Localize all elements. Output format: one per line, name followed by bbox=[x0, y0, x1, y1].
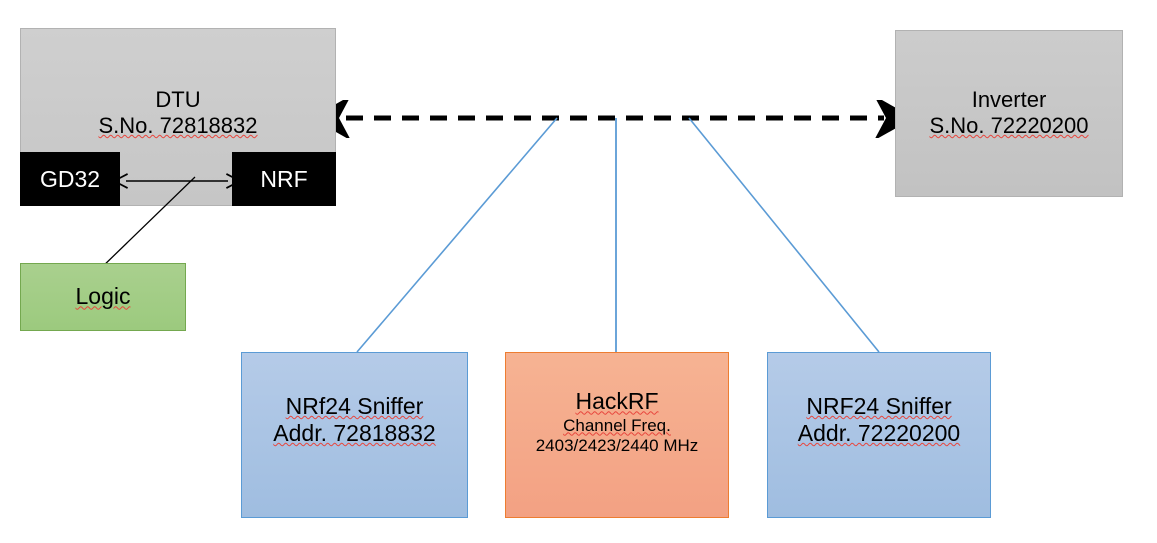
hackrf-title: HackRF bbox=[575, 388, 659, 415]
dtu-title: DTU bbox=[155, 87, 201, 112]
hackrf-box: HackRF Channel Freq. 2403/2423/2440 MHz bbox=[505, 352, 729, 518]
gd32-chip-label: GD32 bbox=[39, 165, 101, 192]
logic-analyzer-box: Logic bbox=[20, 263, 186, 331]
inverter-serial: S.No. 72220200 bbox=[929, 112, 1089, 138]
dtu-inverter-rf-link bbox=[330, 100, 900, 138]
inverter-device-box: Inverter S.No. 72220200 bbox=[895, 30, 1123, 197]
nrf24-left-address: Addr. 72818832 bbox=[273, 420, 436, 446]
logic-label: Logic bbox=[75, 283, 131, 310]
nrf24-right-address: Addr. 72220200 bbox=[797, 420, 961, 446]
hackrf-subtitle: Channel Freq. bbox=[563, 415, 671, 435]
nrf-chip-label: NRF bbox=[260, 165, 308, 192]
tap-line-right bbox=[688, 117, 880, 353]
nrf24-right-title: NRF24 Sniffer bbox=[806, 392, 952, 419]
nrf24-left-title: NRf24 Sniffer bbox=[285, 392, 424, 419]
logic-probe-connector bbox=[97, 176, 196, 272]
nrf-chip: NRF bbox=[232, 152, 336, 206]
nrf24-sniffer-left-box: NRf24 Sniffer Addr. 72818832 bbox=[241, 352, 468, 518]
inverter-title: Inverter bbox=[971, 87, 1047, 112]
gd32-chip: GD32 bbox=[20, 152, 120, 206]
nrf24-sniffer-right-box: NRF24 Sniffer Addr. 72220200 bbox=[767, 352, 991, 518]
dtu-device-box: DTU S.No. 72818832 bbox=[20, 28, 336, 206]
hackrf-frequencies: 2403/2423/2440 MHz bbox=[535, 435, 699, 455]
dtu-serial: S.No. 72818832 bbox=[98, 112, 258, 138]
tap-line-left bbox=[356, 117, 558, 353]
gd32-nrf-bus-arrow bbox=[118, 162, 236, 198]
